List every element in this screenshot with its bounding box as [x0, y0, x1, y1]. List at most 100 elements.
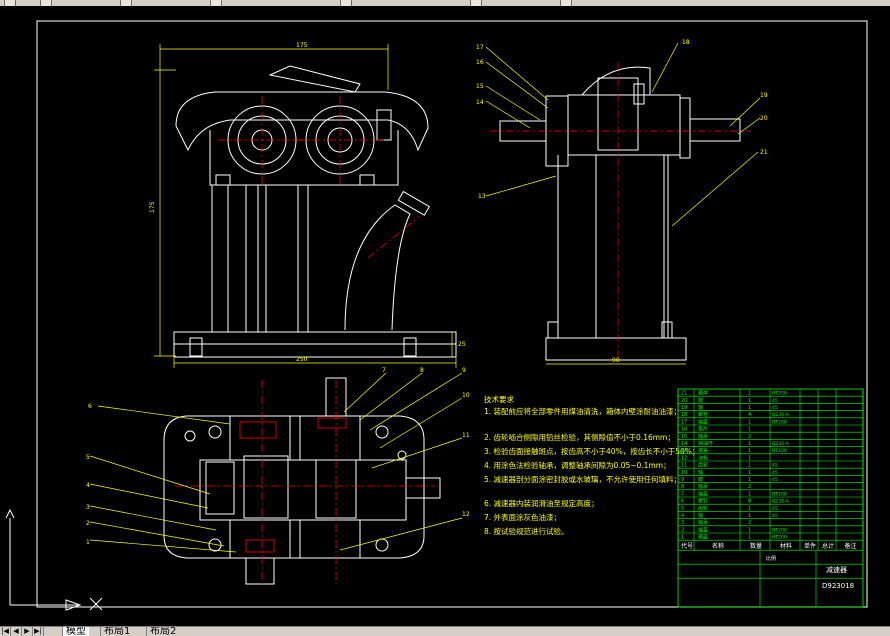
parts-cell-number: 3: [681, 520, 684, 526]
tab-nav-last[interactable]: ▶|: [33, 627, 44, 636]
parts-cell-material: 45: [772, 398, 778, 404]
parts-cell-name: 箱体: [698, 390, 708, 397]
parts-cell-material: 45: [772, 405, 778, 411]
callout-20: 20: [760, 115, 768, 122]
toolbar-button-layers[interactable]: [560, 0, 572, 6]
layout-tab-bar: |◀ ◀ ▶ ▶| 模型 布局1 布局2: [0, 626, 890, 636]
callout-15: 15: [476, 83, 484, 90]
callout-10: 10: [462, 392, 470, 399]
toolbar-button-save[interactable]: [120, 0, 132, 6]
parts-cell-name: 键: [698, 397, 703, 404]
parts-cell-name: 齿轮: [698, 505, 708, 512]
callout-17: 17: [476, 44, 484, 51]
parts-cell-name: 螺钉: [698, 498, 708, 505]
tab-nav-next[interactable]: ▶: [22, 627, 33, 636]
side-view-centerlines: [490, 62, 750, 358]
callout-13: 13: [478, 193, 486, 200]
plan-view-callout-text: 1 2 3 4 5 6 7 8 9 10 11 12: [86, 367, 470, 546]
callout-7: 7: [382, 367, 386, 374]
toolbar-button-print[interactable]: [210, 0, 222, 6]
plan-view-red-parts: [175, 380, 435, 584]
parts-cell-qty: 1: [748, 398, 751, 404]
parts-header-cell: 数量: [750, 542, 762, 550]
parts-cell-number: 2: [681, 527, 684, 533]
callout-18: 18: [682, 39, 690, 46]
toolbar-button-zoom[interactable]: [470, 0, 482, 6]
parts-cell-number: 4: [681, 513, 684, 519]
parts-cell-material: 45: [772, 506, 778, 512]
drawing-canvas[interactable]: 175 175 250 25 13: [0, 6, 890, 626]
tab-nav-prev[interactable]: ◀: [11, 627, 22, 636]
parts-cell-qty: 1: [748, 491, 751, 497]
parts-cell-name: 油标: [698, 454, 708, 461]
titleblock-scale-label: 比例: [766, 555, 776, 562]
parts-cell-name: 垫片: [698, 426, 708, 433]
side-view-callout-text: 13 14 15 16 17 18 19 20 21 90: [476, 39, 768, 364]
callout-12: 12: [462, 511, 470, 518]
callout-16: 16: [476, 59, 484, 66]
tab-layout-1[interactable]: 布局1: [100, 627, 133, 636]
parts-cell-number: 13: [681, 448, 687, 454]
parts-cell-qty: 1: [748, 506, 751, 512]
callout-1: 1: [86, 539, 90, 546]
parts-cell-qty: 1: [748, 448, 751, 454]
callout-8: 8: [420, 367, 424, 374]
tech-item-2: 2. 齿轮啮合侧隙用铅丝检验，其侧隙值不小于0.16mm；: [484, 432, 675, 442]
parts-header-cell: 名称: [712, 542, 724, 550]
titleblock-drawing-number: D923018: [822, 582, 854, 590]
parts-cell-material: Q235-A: [772, 441, 790, 447]
parts-cell-name: 轴: [698, 404, 703, 411]
parts-cell-qty: 1: [748, 427, 751, 433]
parts-cell-number: 5: [681, 506, 684, 512]
callout-9: 9: [462, 367, 466, 374]
parts-cell-material: 45: [772, 470, 778, 476]
titleblock-name: 减速器: [826, 565, 847, 574]
parts-cell-material: 45: [772, 513, 778, 519]
parts-cell-qty: 4: [748, 412, 751, 418]
parts-cell-number: 17: [681, 419, 687, 425]
parts-cell-name: 齿轮: [698, 462, 708, 469]
callout-3: 3: [86, 504, 90, 511]
parts-cell-qty: 1: [748, 391, 751, 397]
parts-cell-material: HT200: [772, 448, 787, 454]
tab-layout-2[interactable]: 布局2: [146, 627, 179, 636]
parts-cell-qty: 8: [748, 499, 751, 505]
tech-item-3: 3. 检验齿面接触斑点，按齿高不小于40%，按齿长不小于50%；: [484, 446, 699, 456]
parts-cell-qty: 1: [748, 405, 751, 411]
parts-cell-qty: 1: [748, 535, 751, 541]
drawing-border: [36, 20, 868, 608]
tab-nav-first[interactable]: |◀: [0, 627, 11, 636]
callout-2: 2: [86, 520, 90, 527]
callout-4: 4: [86, 482, 90, 489]
parts-cell-qty: 2: [748, 520, 751, 526]
parts-cell-name: 端盖: [698, 526, 708, 533]
parts-cell-qty: 1: [748, 463, 751, 469]
parts-cell-name: 端盖: [698, 418, 708, 425]
callout-14: 14: [476, 99, 484, 106]
front-view-dimensions: [154, 44, 457, 368]
toolbar-button-undo[interactable]: [340, 0, 352, 6]
toolbar-button-open[interactable]: [40, 0, 52, 6]
parts-cell-number: 10: [681, 470, 687, 476]
parts-cell-name: 轴: [698, 512, 703, 519]
parts-cell-qty: 1: [748, 527, 751, 533]
parts-header-cell: 备注: [845, 542, 857, 550]
parts-header-cell: 总计: [822, 542, 834, 550]
parts-cell-name: 端盖: [698, 490, 708, 497]
parts-cell-material: HT200: [772, 491, 787, 497]
dimension-height-base: 25: [458, 341, 466, 348]
parts-cell-number: 19: [681, 405, 687, 411]
parts-cell-name: 轴承: [698, 433, 708, 440]
parts-cell-qty: 1: [748, 470, 751, 476]
parts-cell-number: 16: [681, 427, 687, 433]
parts-cell-number: 12: [681, 455, 687, 461]
parts-cell-number: 8: [681, 484, 684, 490]
front-view-dimension-text: 175 175 250 25: [149, 42, 466, 363]
tab-model[interactable]: 模型: [62, 627, 89, 636]
toolbar-strip: [0, 0, 890, 6]
parts-cell-number: 6: [681, 499, 684, 505]
dimension-height-left: 175: [149, 201, 156, 213]
parts-cell-name: 轴: [698, 469, 703, 476]
toolbar-button-new[interactable]: [4, 0, 16, 6]
